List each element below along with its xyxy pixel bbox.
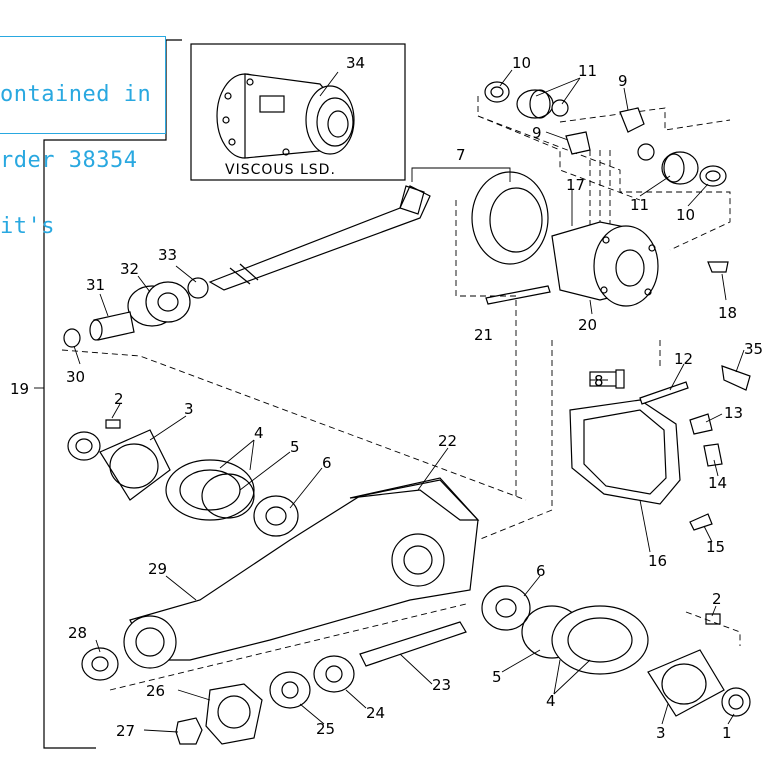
- bearing-6-left: [253, 495, 299, 537]
- retainer-3-right: [647, 649, 725, 717]
- label-7: 7: [456, 146, 466, 164]
- bracket-35: [721, 365, 751, 391]
- side-gear-11a: [516, 89, 569, 119]
- label-15: 15: [706, 538, 725, 556]
- label-10b: 10: [676, 206, 695, 224]
- label-4b: 4: [546, 692, 556, 710]
- assembly-bracket-19: [34, 39, 182, 749]
- label-30: 30: [66, 368, 85, 386]
- spacer-31: [89, 311, 135, 341]
- label-20: 20: [578, 316, 597, 334]
- label-9b: 9: [532, 124, 542, 142]
- side-gear-11b: [637, 143, 699, 185]
- label-11b: 11: [630, 196, 649, 214]
- label-27: 27: [116, 722, 135, 740]
- flange-26: [205, 683, 263, 745]
- bearing-32: [127, 281, 191, 327]
- label-1: 1: [722, 724, 732, 742]
- oil-seal-30: [63, 328, 81, 348]
- annotation-text: ontained in rder 38354 it's: [0, 40, 151, 260]
- pinion-gear-9a: [619, 107, 645, 133]
- label-24: 24: [366, 704, 385, 722]
- label-6a: 6: [322, 454, 332, 472]
- label-12: 12: [674, 350, 693, 368]
- label-11a: 11: [578, 62, 597, 80]
- label-34: 34: [346, 54, 365, 72]
- label-5a: 5: [290, 438, 300, 456]
- inset-viscous-lsd: 34 VISCOUS LSD.: [190, 43, 406, 181]
- bearing-25: [269, 671, 311, 709]
- bearing-6-right: [481, 585, 531, 631]
- label-18: 18: [718, 304, 737, 322]
- label-14: 14: [708, 474, 727, 492]
- pinion-gear-9b: [565, 131, 591, 155]
- label-10a: 10: [512, 54, 531, 72]
- label-2a: 2: [114, 390, 124, 408]
- oil-seal-left: [67, 431, 101, 461]
- annotation-line-2: rder 38354: [0, 148, 138, 173]
- bolt-2-right: [705, 613, 721, 625]
- plug-14: [703, 443, 723, 467]
- retainer-3-left: [99, 429, 171, 501]
- annotation-box: [0, 36, 166, 134]
- viscous-lsd-unit: [216, 73, 355, 159]
- plug-13: [689, 413, 713, 435]
- label-5b: 5: [492, 668, 502, 686]
- label-4a: 4: [254, 424, 264, 442]
- label-2b: 2: [712, 590, 722, 608]
- inset-caption: VISCOUS LSD.: [225, 162, 336, 178]
- label-26: 26: [146, 682, 165, 700]
- part-8: [589, 369, 625, 389]
- label-31: 31: [86, 276, 105, 294]
- annotation-line-3: it's: [0, 214, 55, 239]
- bolt-18: [707, 261, 729, 273]
- label-32: 32: [120, 260, 139, 278]
- label-25: 25: [316, 720, 335, 738]
- label-6b: 6: [536, 562, 546, 580]
- part-labels: 10 11 9 9 7 17 11 10 33 32 31 18 20 21 3…: [10, 54, 763, 742]
- thrust-washer-10b: [699, 165, 727, 187]
- tube-23: [359, 621, 467, 667]
- washer-33: [187, 277, 209, 299]
- oil-seal-1: [721, 687, 751, 717]
- pin-21: [485, 285, 551, 305]
- label-3a: 3: [184, 400, 194, 418]
- label-29: 29: [148, 560, 167, 578]
- o-ring-4-left: [165, 459, 255, 521]
- label-8: 8: [594, 372, 604, 390]
- label-13: 13: [724, 404, 743, 422]
- differential-case-20: [551, 221, 659, 307]
- shim-5-left: [201, 473, 255, 519]
- leader-lines: [73, 69, 745, 733]
- label-16: 16: [648, 552, 667, 570]
- label-23: 23: [432, 676, 451, 694]
- oil-seal-28: [81, 647, 119, 681]
- label-21: 21: [474, 326, 493, 344]
- label-9a: 9: [618, 72, 628, 90]
- o-ring-4-right: [551, 605, 649, 675]
- axle-housing-29: [123, 477, 480, 669]
- label-33: 33: [158, 246, 177, 264]
- ring-and-pinion-7: [208, 171, 549, 291]
- label-22: 22: [438, 432, 457, 450]
- annotation-line-1: ontained in: [0, 82, 152, 107]
- label-35: 35: [744, 340, 763, 358]
- label-28: 28: [68, 624, 87, 642]
- nut-27: [175, 717, 203, 745]
- thrust-washer-10a: [484, 81, 510, 103]
- bolt-15: [689, 513, 713, 531]
- label-19: 19: [10, 380, 29, 398]
- bearing-24: [313, 655, 355, 693]
- bolt-2-left: [105, 419, 121, 429]
- label-3b: 3: [656, 724, 666, 742]
- bolt-12: [639, 381, 689, 405]
- label-17: 17: [566, 176, 585, 194]
- rear-cover-16: [569, 399, 681, 505]
